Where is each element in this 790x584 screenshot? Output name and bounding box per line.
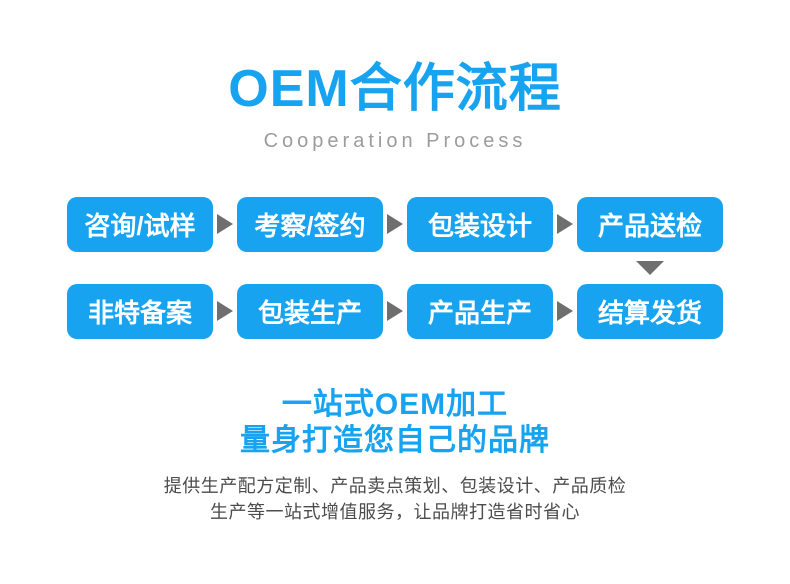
tagline-line-1: 一站式OEM加工 xyxy=(281,387,509,421)
connector-cell xyxy=(577,260,723,275)
header: OEM合作流程 Cooperation Process xyxy=(0,0,790,153)
service-description: 提供生产配方定制、产品卖点策划、包装设计、产品质检 生产等一站式增值服务，让品牌… xyxy=(0,473,790,525)
step-non-special-filing: 非特备案 xyxy=(67,283,213,339)
arrow-right-icon xyxy=(557,301,573,322)
step-product-testing: 产品送检 xyxy=(577,196,723,252)
tagline-line-2: 量身打造您自己的品牌 xyxy=(240,423,550,457)
step-consult-sample: 咨询/试样 xyxy=(67,196,213,252)
arrow-right-icon xyxy=(387,214,403,235)
step-inspect-sign: 考察/签约 xyxy=(237,196,383,252)
step-settle-ship: 结算发货 xyxy=(577,283,723,339)
description-line-1: 提供生产配方定制、产品卖点策划、包装设计、产品质检 xyxy=(163,475,627,496)
arrow-right-icon xyxy=(217,301,233,322)
flow-row-1: 咨询/试样 考察/签约 包装设计 产品送检 xyxy=(67,196,723,252)
arrow-right-icon xyxy=(557,214,573,235)
flow-row-2: 非特备案 包装生产 产品生产 结算发货 xyxy=(67,283,723,339)
tagline: 一站式OEM加工 量身打造您自己的品牌 xyxy=(0,387,790,459)
arrow-right-icon xyxy=(387,301,403,322)
page-title: OEM合作流程 xyxy=(228,60,562,118)
process-flow: 咨询/试样 考察/签约 包装设计 产品送检 非特备案 包装生产 产品生产 结算发… xyxy=(67,196,723,339)
step-product-production: 产品生产 xyxy=(407,283,553,339)
description-line-2: 生产等一站式增值服务，让品牌打造省时省心 xyxy=(210,501,580,522)
step-package-production: 包装生产 xyxy=(237,283,383,339)
arrow-right-icon xyxy=(217,214,233,235)
page-subtitle: Cooperation Process xyxy=(263,129,527,152)
arrow-down-icon xyxy=(636,260,664,275)
step-package-design: 包装设计 xyxy=(407,196,553,252)
row-connector xyxy=(67,252,723,284)
